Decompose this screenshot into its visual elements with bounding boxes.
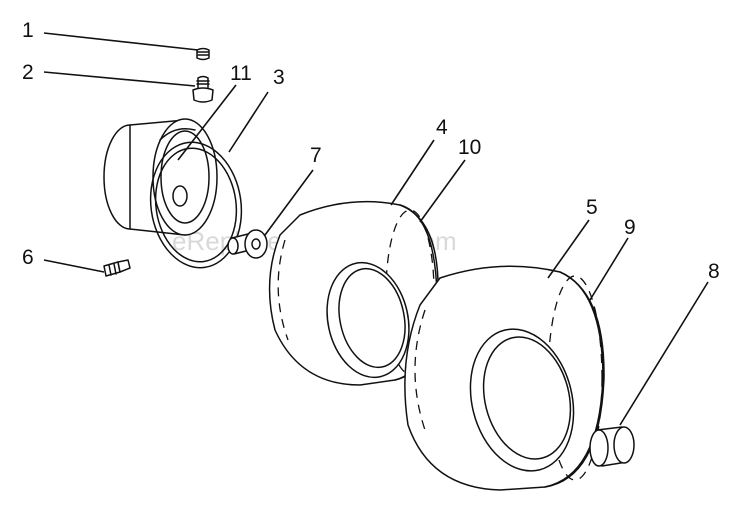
callout-8: 8 bbox=[708, 260, 720, 283]
callout-10: 10 bbox=[458, 136, 481, 159]
callout-1: 1 bbox=[22, 19, 34, 42]
callout-labels: 1 2 11 3 6 7 4 10 5 9 8 bbox=[22, 19, 720, 283]
part-rim bbox=[103, 118, 218, 236]
leader-1 bbox=[43, 32, 199, 51]
leader-11 bbox=[177, 84, 237, 161]
part-valve-cap bbox=[196, 47, 210, 61]
part-hub-ring bbox=[149, 141, 243, 269]
part-rear-tire bbox=[404, 265, 605, 491]
callout-3: 3 bbox=[273, 66, 285, 89]
leader-7 bbox=[264, 169, 314, 236]
leader-8 bbox=[619, 281, 709, 426]
callout-5: 5 bbox=[586, 196, 598, 219]
callout-2: 2 bbox=[22, 61, 34, 84]
leader-2 bbox=[43, 71, 196, 87]
part-spacer-washer bbox=[227, 229, 268, 259]
leader-6 bbox=[43, 259, 105, 273]
part-front-tire bbox=[268, 200, 439, 386]
callout-7: 7 bbox=[310, 144, 322, 167]
leader-lines bbox=[43, 32, 709, 426]
leader-10 bbox=[419, 159, 466, 223]
leader-9 bbox=[589, 237, 629, 301]
part-valve-stem bbox=[192, 75, 214, 103]
leader-3 bbox=[228, 91, 269, 153]
callout-11: 11 bbox=[230, 62, 252, 85]
part-bushing bbox=[589, 426, 635, 467]
callout-6: 6 bbox=[22, 246, 34, 269]
leader-4 bbox=[390, 139, 435, 206]
leader-5 bbox=[547, 219, 590, 279]
callout-9: 9 bbox=[624, 216, 636, 239]
callout-4: 4 bbox=[436, 116, 448, 139]
part-bolt bbox=[103, 259, 131, 277]
